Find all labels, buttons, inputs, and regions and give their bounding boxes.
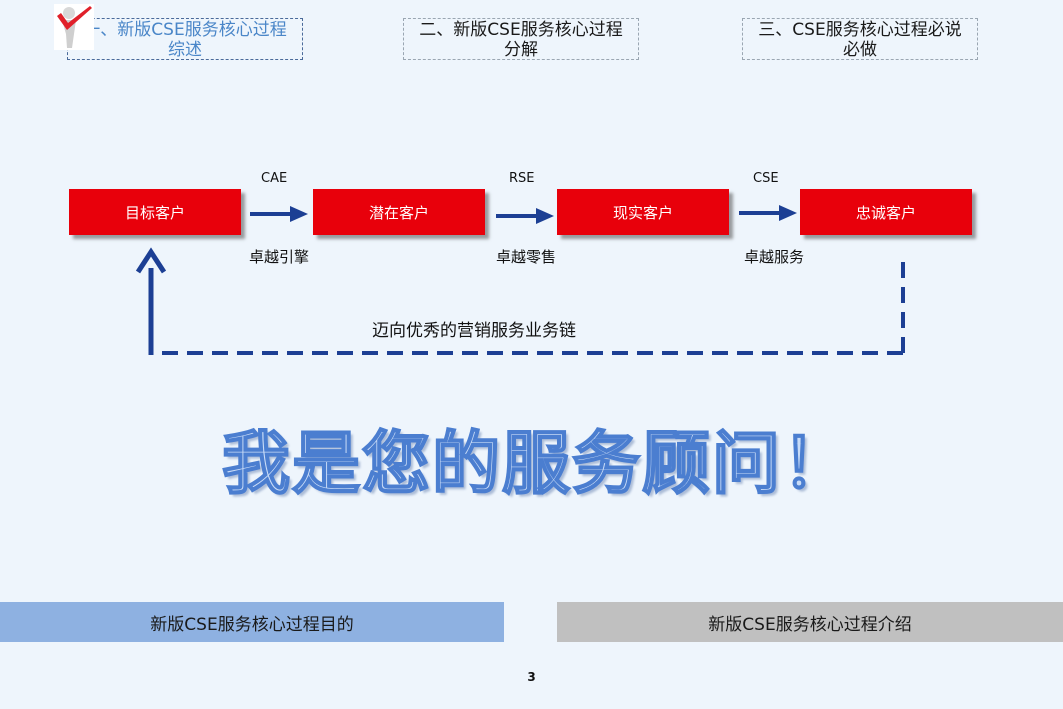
arrow-label-rse: RSE [509,171,535,186]
tab-overview-line1: 一、新版CSE服务核心过程 [83,20,287,40]
arrow-label-cse: CSE [753,171,779,186]
tab-must-say-do[interactable]: 三、CSE服务核心过程必说 必做 [742,18,978,60]
arrow-right-icon [496,208,554,224]
box-actual-customer[interactable]: 现实客户 [557,189,729,235]
value-chain-label: 迈向优秀的营销服务业务链 [372,321,576,341]
logo-person-check-icon [54,4,94,50]
page-number: 3 [527,670,536,684]
arrow-up-icon [135,247,167,355]
tab-must-say-do-line1: 三、CSE服务核心过程必说 [758,20,962,40]
loop-dashed-line [152,262,905,355]
arrow-label-cae: CAE [261,171,288,186]
arrow-right-icon [250,206,308,222]
arrow-sublabel-retail: 卓越零售 [496,248,557,266]
tab-overview-line2: 综述 [168,40,202,60]
slogan-title: 我是您的服务顾问！ [221,424,853,505]
box-loyal-customer[interactable]: 忠诚客户 [800,189,972,235]
button-core-process-purpose[interactable]: 新版CSE服务核心过程目的 [0,602,504,642]
arrow-right-icon [739,205,797,221]
box-potential-customer[interactable]: 潜在客户 [313,189,485,235]
tab-breakdown-line2: 分解 [504,40,538,60]
tab-overview[interactable]: 一、新版CSE服务核心过程 综述 [67,18,303,60]
tab-breakdown[interactable]: 二、新版CSE服务核心过程 分解 [403,18,639,60]
arrow-sublabel-service: 卓越服务 [744,248,805,266]
arrow-sublabel-engine: 卓越引擎 [249,248,310,266]
tab-breakdown-line1: 二、新版CSE服务核心过程 [419,20,623,40]
button-core-process-intro[interactable]: 新版CSE服务核心过程介绍 [557,602,1063,642]
box-target-customer[interactable]: 目标客户 [69,189,241,235]
tab-must-say-do-line2: 必做 [843,40,877,60]
